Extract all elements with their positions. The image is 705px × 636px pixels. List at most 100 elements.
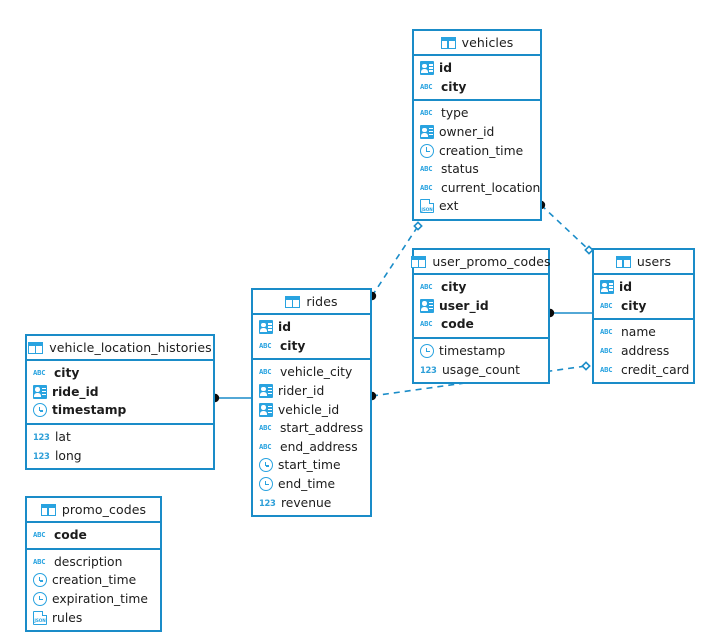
- column-row[interactable]: creation_time: [414, 141, 540, 160]
- table-header[interactable]: promo_codes: [27, 498, 160, 523]
- relationship-target-diamond: [413, 221, 423, 231]
- table-title: rides: [306, 294, 338, 309]
- column-name: name: [621, 325, 656, 340]
- id-icon: [259, 320, 273, 335]
- clock-icon: [420, 143, 434, 158]
- column-row[interactable]: vehicle_id: [253, 400, 370, 419]
- relationship-line: [540, 204, 590, 251]
- table-title: promo_codes: [61, 502, 147, 517]
- abc-icon: ABC: [259, 423, 272, 433]
- relationship-vehicles-to-users[interactable]: [536, 200, 594, 255]
- primary-key-row[interactable]: id: [414, 59, 540, 78]
- clock-icon: [33, 573, 47, 588]
- table-header[interactable]: rides: [253, 290, 370, 315]
- column-row[interactable]: end_time: [253, 475, 370, 494]
- column-row[interactable]: owner_id: [414, 123, 540, 142]
- column-row[interactable]: ABC name: [594, 323, 693, 342]
- column-name: description: [54, 554, 123, 569]
- column-row[interactable]: timestamp: [414, 342, 548, 361]
- primary-key-row[interactable]: timestamp: [27, 401, 213, 420]
- abc-icon: ABC: [259, 441, 272, 451]
- column-row[interactable]: start_time: [253, 456, 370, 475]
- column-row[interactable]: ext: [414, 197, 540, 216]
- relationship-upc-to-users[interactable]: [545, 308, 592, 318]
- column-name: creation_time: [52, 573, 137, 588]
- column-name: credit_card: [621, 362, 690, 377]
- primary-key-row[interactable]: id: [594, 278, 693, 297]
- table-header[interactable]: user_promo_codes: [411, 250, 551, 275]
- column-row[interactable]: rules: [27, 608, 160, 627]
- column-name: long: [55, 448, 82, 463]
- primary-key-row[interactable]: id: [253, 318, 370, 337]
- column-name: city: [54, 366, 80, 381]
- clock-icon: [420, 344, 434, 359]
- abc-icon: ABC: [600, 364, 613, 374]
- table-header[interactable]: vehicle_location_histories: [27, 336, 213, 361]
- primary-key-row[interactable]: ABC city: [27, 364, 213, 383]
- column-name: code: [54, 528, 87, 543]
- relationship-line: [371, 365, 587, 397]
- column-name: usage_count: [442, 362, 520, 377]
- abc-icon: ABC: [33, 368, 46, 378]
- clock-icon: [33, 403, 47, 418]
- column-name: rider_id: [278, 384, 325, 399]
- num-icon: 123: [33, 432, 50, 443]
- table-header[interactable]: vehicles: [414, 31, 540, 56]
- id-icon: [420, 298, 434, 313]
- relationship-vlh-to-rides[interactable]: [210, 393, 251, 403]
- column-name: expiration_time: [52, 592, 148, 607]
- abc-icon: ABC: [420, 81, 433, 91]
- table-icon: [28, 341, 44, 354]
- abc-icon: ABC: [600, 327, 613, 337]
- num-icon: 123: [33, 450, 50, 461]
- json-icon: [33, 610, 47, 625]
- table-icon: [411, 255, 427, 268]
- column-name: id: [619, 280, 633, 295]
- column-row[interactable]: expiration_time: [27, 590, 160, 609]
- column-row[interactable]: ABC credit_card: [594, 360, 693, 379]
- column-name: city: [441, 280, 467, 295]
- table-header[interactable]: users: [594, 250, 693, 275]
- column-row[interactable]: ABC end_address: [253, 438, 370, 457]
- primary-key-row[interactable]: ride_id: [27, 383, 213, 402]
- column-row[interactable]: 123 long: [27, 446, 213, 465]
- abc-icon: ABC: [420, 108, 433, 118]
- num-icon: 123: [259, 497, 276, 508]
- column-row[interactable]: rider_id: [253, 382, 370, 401]
- primary-key-row[interactable]: user_id: [414, 297, 548, 316]
- column-name: end_address: [280, 439, 358, 454]
- clock-icon: [259, 477, 273, 492]
- column-row[interactable]: creation_time: [27, 571, 160, 590]
